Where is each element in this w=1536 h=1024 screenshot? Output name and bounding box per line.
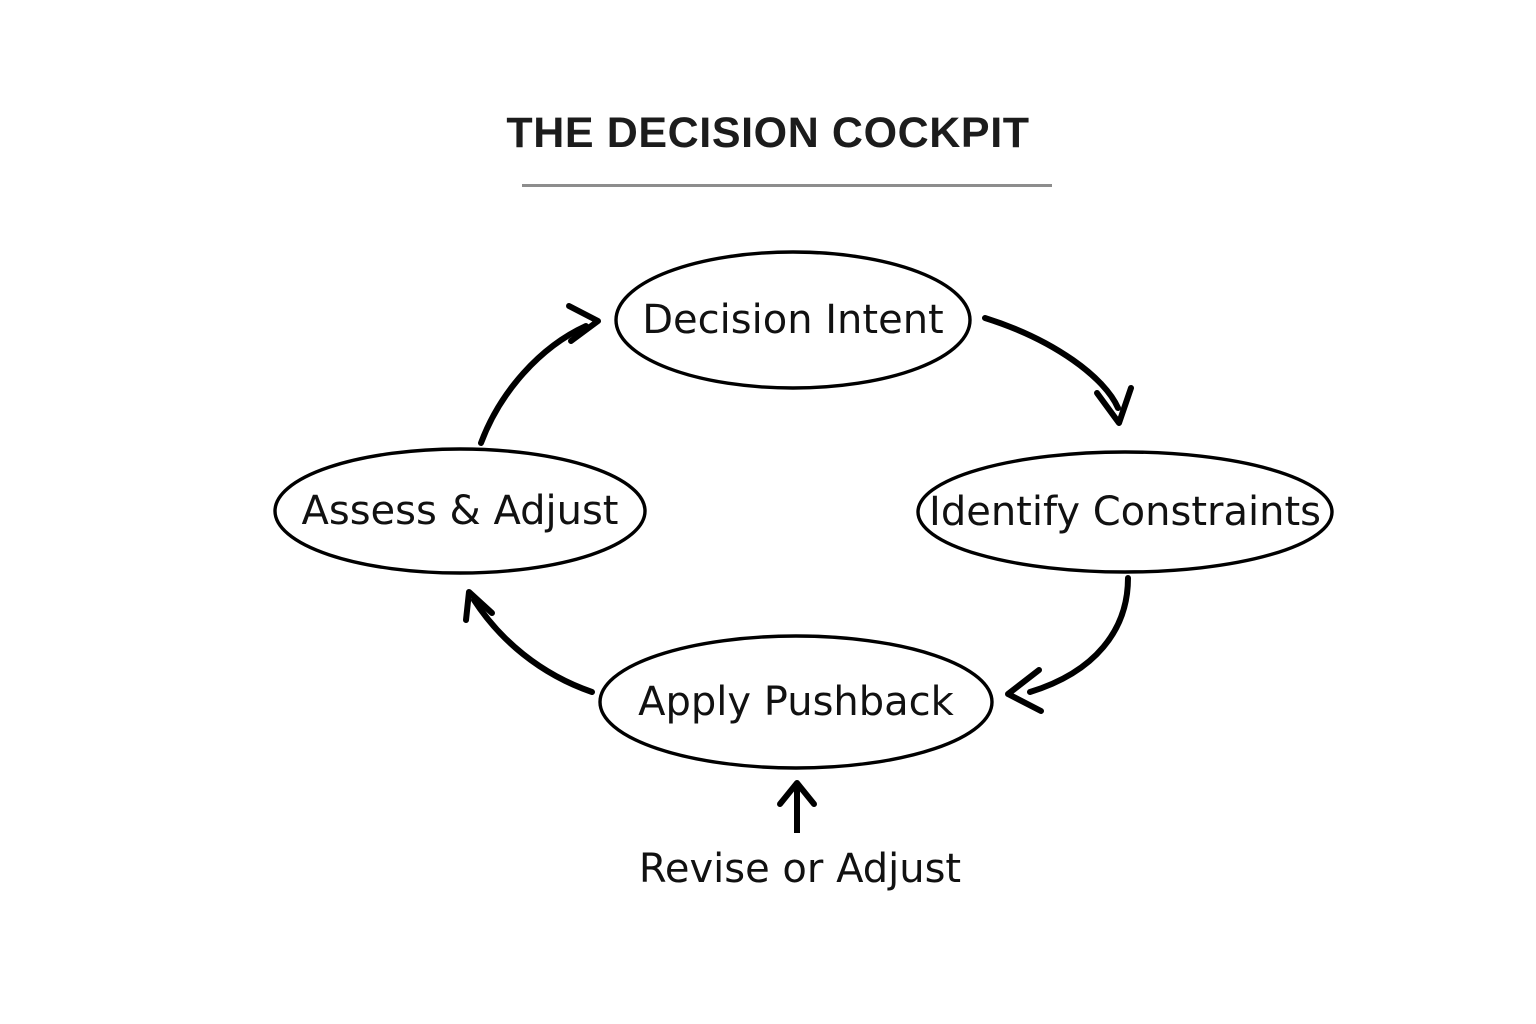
page-title: THE DECISION COCKPIT bbox=[506, 109, 1030, 157]
title-block: THE DECISION COCKPIT bbox=[0, 109, 1536, 187]
edge-intent-to-constraints bbox=[982, 315, 1134, 426]
edge-constraints-to-pushback bbox=[1005, 575, 1131, 714]
revise-or-adjust-caption: Revise or Adjust bbox=[639, 846, 961, 892]
node-decision-intent[interactable]: Decision Intent bbox=[614, 250, 972, 390]
node-assess-adjust-label: Assess & Adjust bbox=[302, 488, 619, 534]
node-decision-intent-shape[interactable] bbox=[614, 250, 972, 390]
node-apply-pushback-label: Apply Pushback bbox=[638, 679, 955, 725]
title-underline-rule bbox=[522, 184, 1052, 187]
node-apply-pushback-shape[interactable] bbox=[598, 634, 994, 770]
node-assess-adjust[interactable]: Assess & Adjust bbox=[273, 447, 647, 575]
edge-pushback-to-assess bbox=[463, 589, 595, 695]
node-identify-constraints[interactable]: Identify Constraints bbox=[916, 450, 1334, 574]
node-apply-pushback[interactable]: Apply Pushback bbox=[598, 634, 994, 770]
edge-revise-into-pushback bbox=[777, 780, 817, 833]
node-identify-constraints-label: Identify Constraints bbox=[929, 489, 1321, 535]
node-assess-adjust-shape[interactable] bbox=[273, 447, 647, 575]
node-identify-constraints-shape[interactable] bbox=[916, 450, 1334, 574]
node-decision-intent-label: Decision Intent bbox=[642, 297, 943, 343]
edge-assess-to-intent bbox=[478, 303, 601, 446]
